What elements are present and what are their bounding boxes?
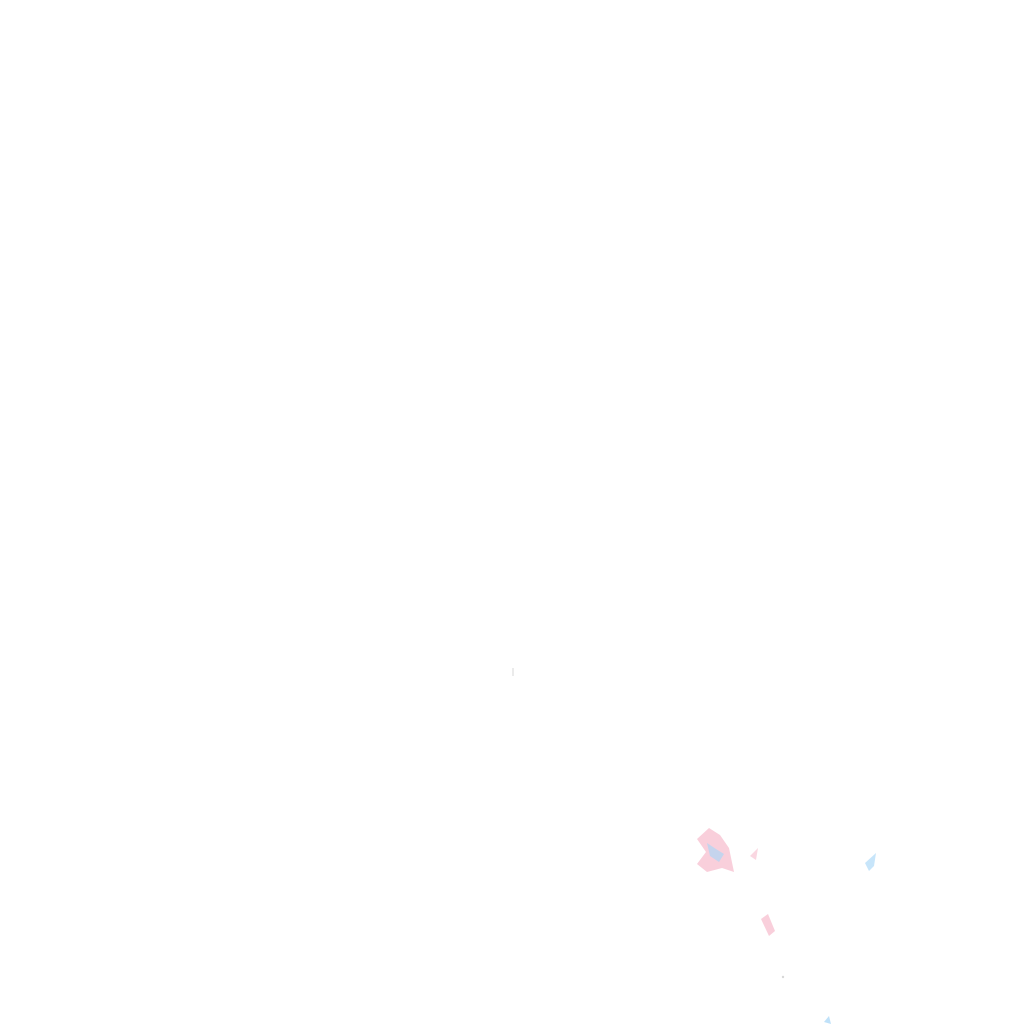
pink-artifact-streak xyxy=(761,914,775,936)
blue-artifact-fleck xyxy=(865,853,876,871)
pink-artifact-fleck xyxy=(750,848,758,860)
tiny-gray-dot xyxy=(781,975,785,979)
pink-blue-artifact-cluster xyxy=(697,828,758,872)
blue-edge-fleck xyxy=(824,1016,831,1024)
blue-artifact-shape xyxy=(707,843,724,862)
